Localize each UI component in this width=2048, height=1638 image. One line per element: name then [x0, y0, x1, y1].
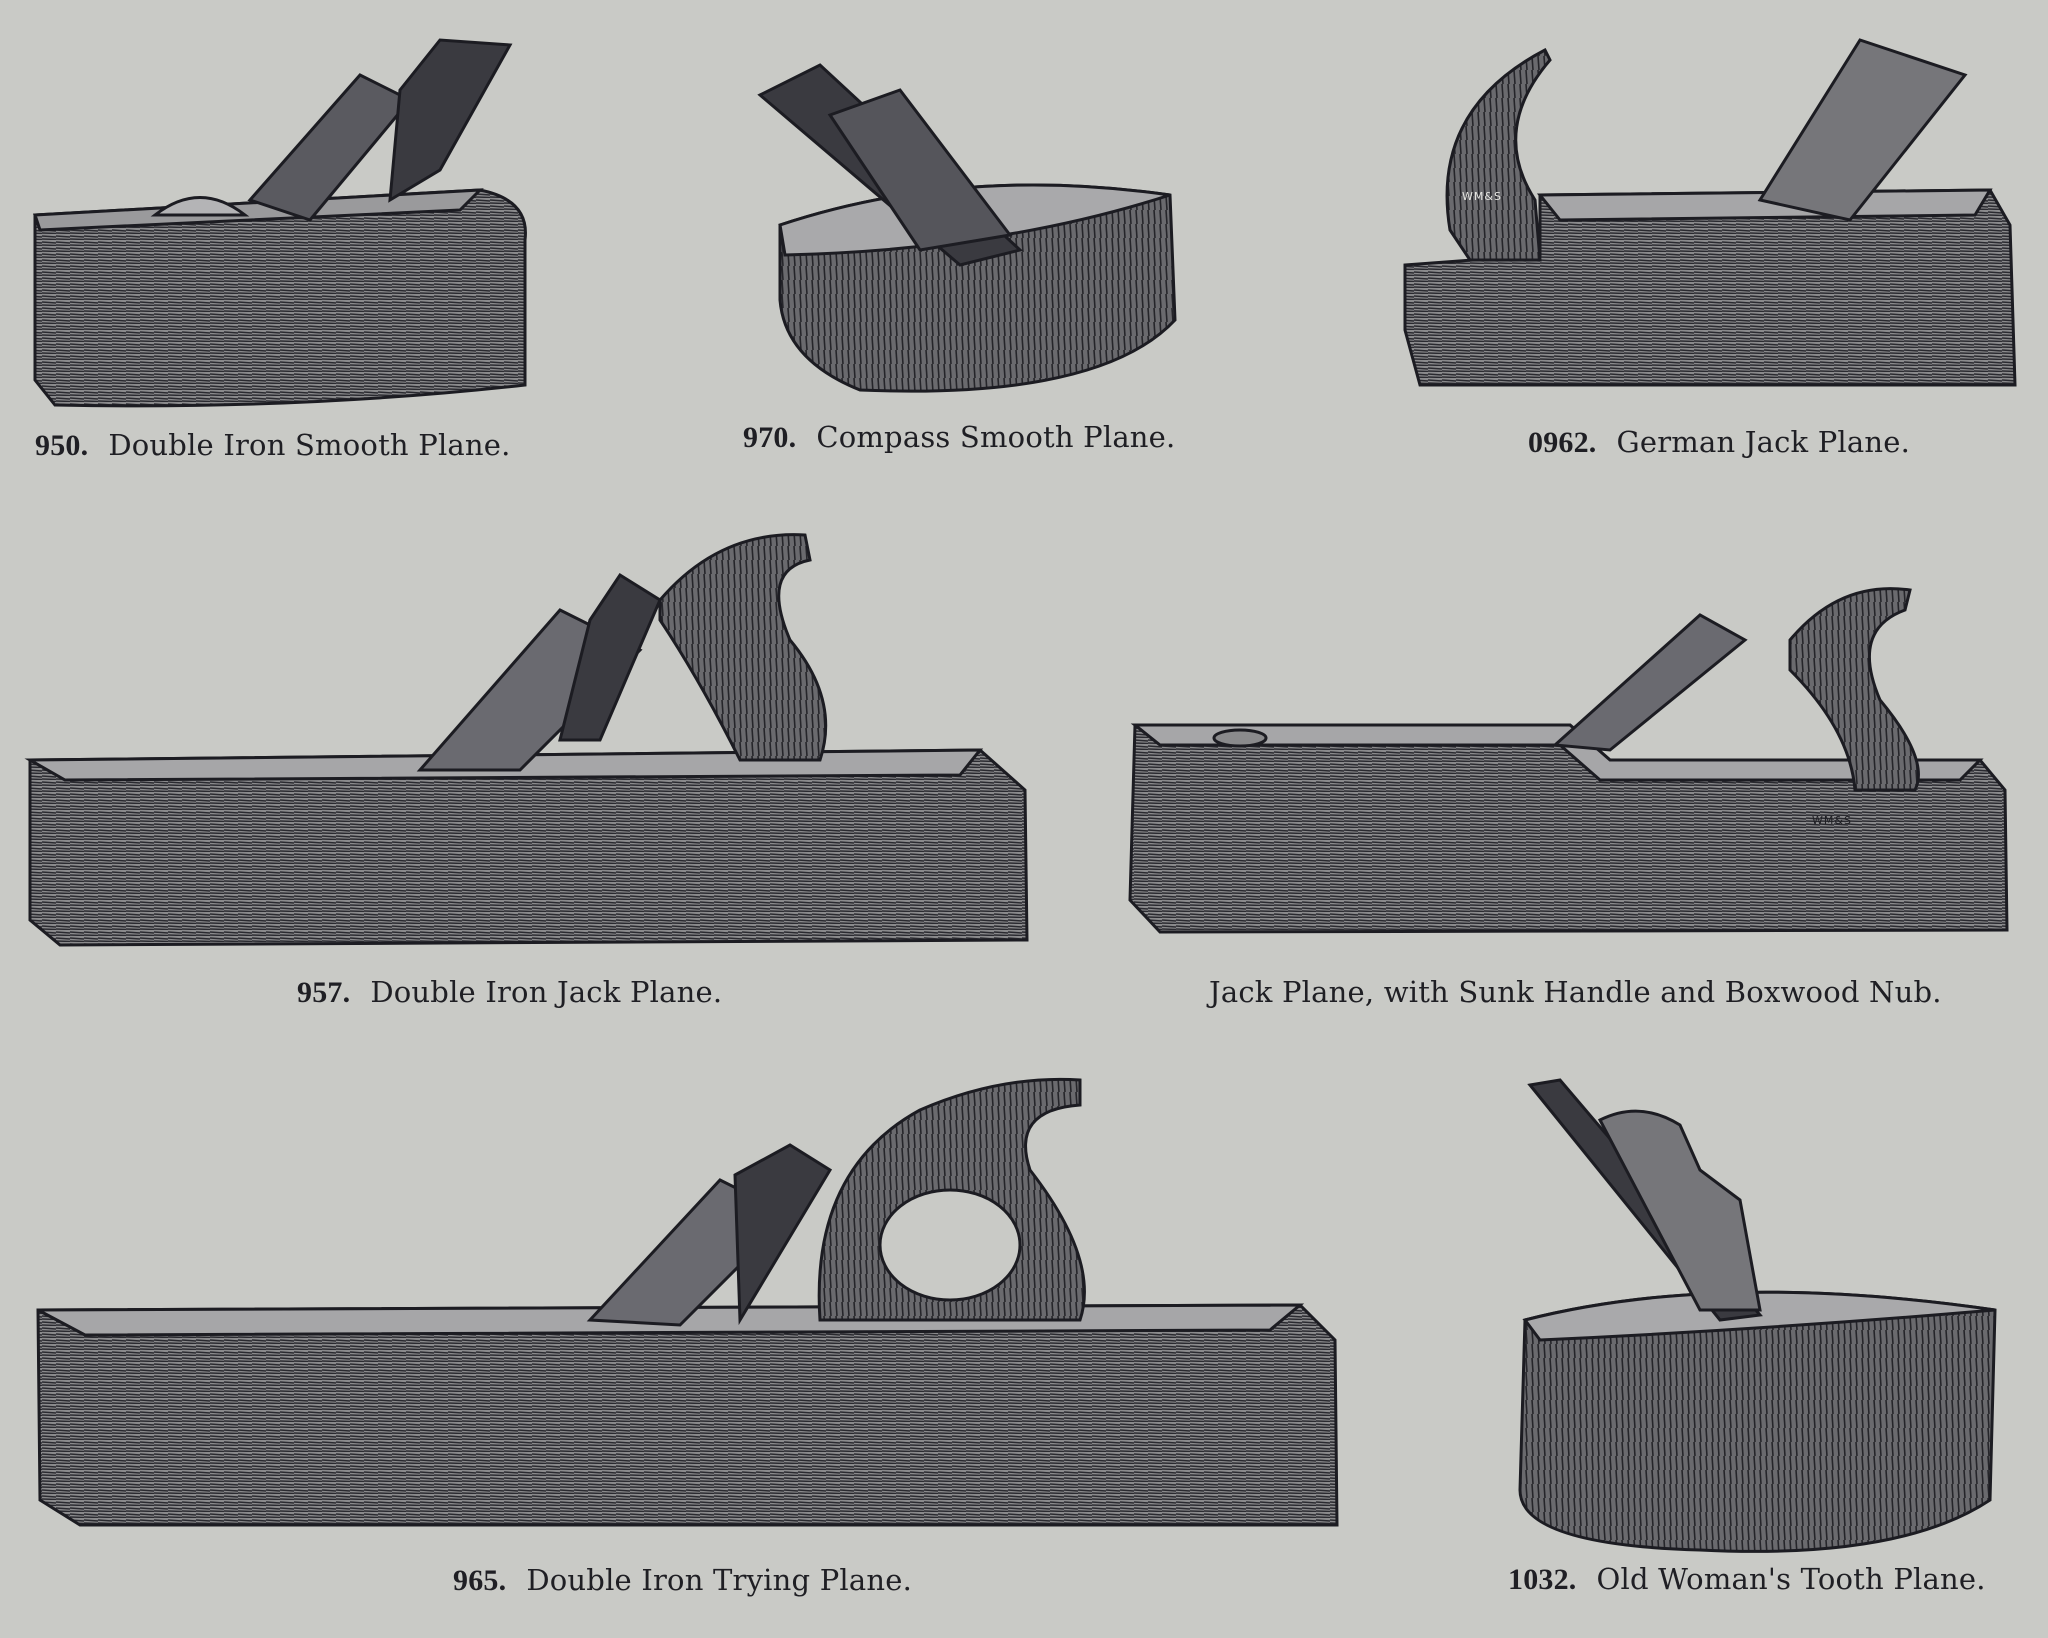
caption-1032: 1032. Old Woman's Tooth Plane.	[1508, 1562, 1986, 1597]
item-number: 957.	[297, 976, 351, 1009]
plane-950-illustration	[32, 38, 527, 408]
plane-970-illustration	[757, 63, 1177, 393]
item-number: 950.	[35, 429, 89, 462]
plane-957-illustration	[24, 533, 1029, 947]
caption-957: 957. Double Iron Jack Plane.	[297, 975, 722, 1010]
item-name: Old Woman's Tooth Plane.	[1596, 1562, 1986, 1596]
item-name: German Jack Plane.	[1616, 425, 1911, 459]
plane-jack-sunk-handle-illustration	[1128, 587, 2009, 934]
item-number: 0962.	[1528, 426, 1597, 459]
caption-950: 950. Double Iron Smooth Plane.	[35, 428, 511, 463]
plane-0962-illustration	[1403, 38, 2017, 387]
caption-0962: 0962. German Jack Plane.	[1528, 425, 1910, 460]
item-number: 1032.	[1508, 1563, 1577, 1596]
plane-965-illustration	[36, 1077, 1339, 1527]
item-number: 970.	[743, 421, 797, 454]
item-number: 965.	[453, 1564, 507, 1597]
item-name: Double Iron Trying Plane.	[526, 1563, 913, 1597]
item-name: Compass Smooth Plane.	[816, 420, 1176, 454]
caption-970: 970. Compass Smooth Plane.	[743, 420, 1175, 455]
maker-mark-jack-plane: WM&S	[1812, 814, 1852, 827]
plane-1032-illustration	[1518, 1078, 1997, 1553]
caption-965: 965. Double Iron Trying Plane.	[453, 1563, 912, 1598]
caption-jack-sunk-handle: Jack Plane, with Sunk Handle and Boxwood…	[1209, 975, 1942, 1009]
item-name: Double Iron Jack Plane.	[370, 975, 723, 1009]
item-name: Double Iron Smooth Plane.	[108, 428, 511, 462]
item-name: Jack Plane, with Sunk Handle and Boxwood…	[1209, 975, 1942, 1009]
maker-mark-0962-handle: WM&S	[1462, 190, 1502, 203]
